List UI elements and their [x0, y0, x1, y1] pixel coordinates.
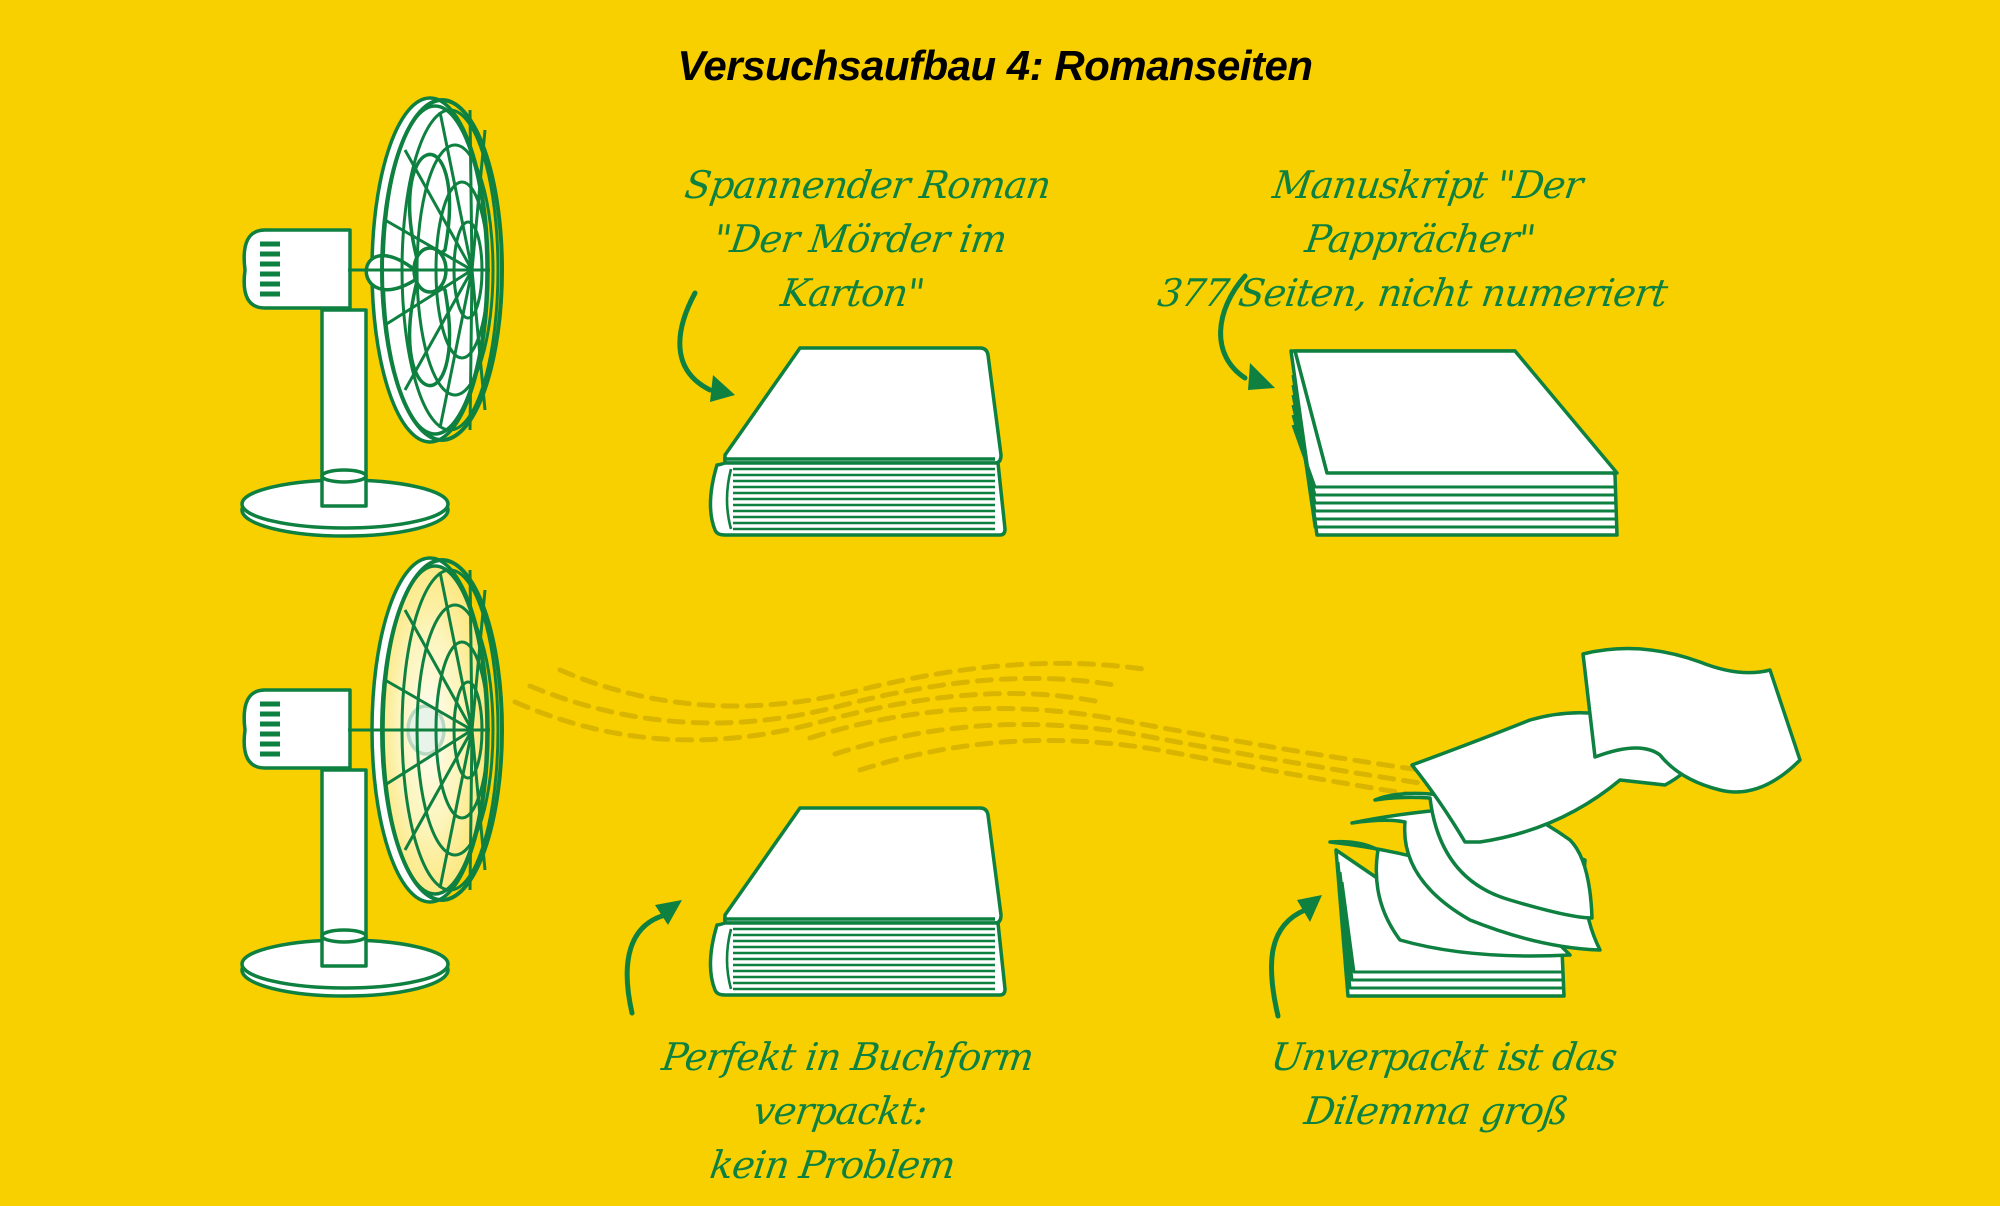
desk-fan-running-icon: [240, 556, 504, 998]
bound-book-icon: [708, 346, 1007, 537]
wind-lines-icon: [512, 660, 1463, 805]
bound-book-icon: [708, 806, 1007, 997]
pages-blowing-away-icon: [1328, 646, 1802, 998]
arrow-icon: [624, 273, 1308, 1019]
arrowhead-icon: [655, 363, 1322, 925]
loose-page-stack-icon: [1289, 349, 1619, 537]
desk-fan-off-icon: [240, 96, 504, 538]
page-title: Versuchsaufbau 4: Romanseiten: [677, 42, 1313, 89]
